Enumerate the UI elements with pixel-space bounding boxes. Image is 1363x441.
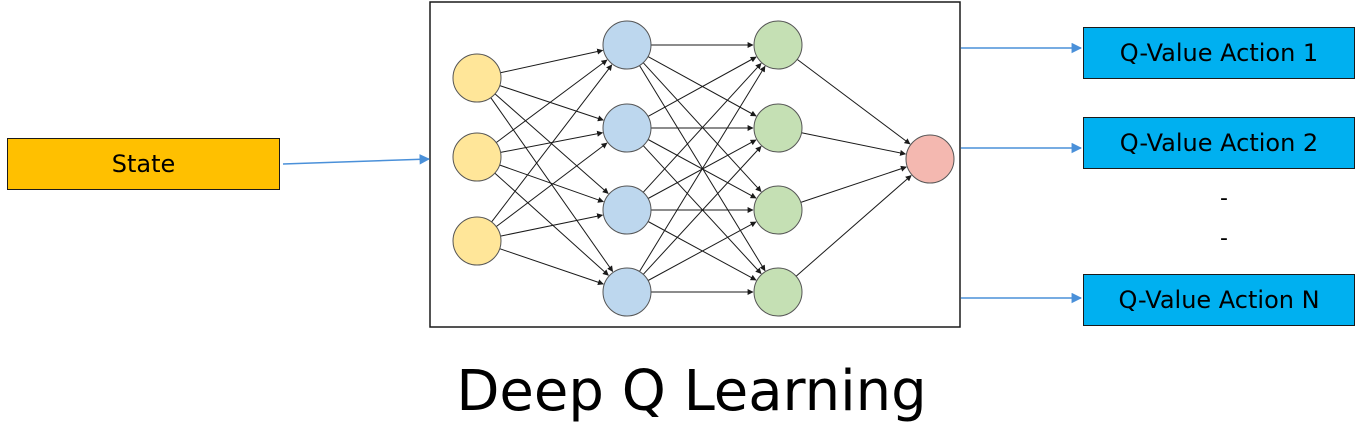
state-box: State [7,138,280,190]
q-value-action-2-box: Q-Value Action 2 [1083,117,1355,169]
edge-input-2-to-hidden1-3 [499,164,604,203]
edge-hidden1-4-to-hidden2-3 [647,221,757,281]
edge-input-3-to-hidden1-2 [495,142,608,227]
state-label: State [111,150,176,178]
hidden2-node-4 [753,267,803,317]
edge-input-2-to-hidden1-1 [495,59,608,144]
edge-input-2-to-hidden1-2 [500,130,604,153]
q-value-action-n-box: Q-Value Action N [1083,274,1355,326]
input-node-1 [452,53,502,103]
q-value-action-2-label: Q-Value Action 2 [1119,129,1319,157]
edge-hidden2-3-to-output-1 [800,165,907,203]
q-value-action-n-label: Q-Value Action N [1118,286,1320,314]
hidden1-node-4 [602,267,652,317]
network-edges [490,42,912,295]
input-node-2 [452,132,502,182]
edge-hidden1-4-to-hidden2-1 [639,65,766,272]
hidden2-node-2 [753,103,803,153]
edge-input-3-to-hidden1-3 [500,213,604,237]
state-to-network-arrow [282,154,431,165]
edge-input-1-to-hidden1-1 [500,48,604,74]
input-node-3 [452,216,502,266]
hidden2-node-3 [753,185,803,235]
ellipsis-dash-2: - [1220,226,1228,251]
hidden1-node-2 [602,103,652,153]
edge-hidden1-2-to-hidden2-1 [647,56,757,117]
hidden1-node-1 [602,20,652,70]
io-arrows [282,42,1083,304]
edge-input-1-to-hidden1-2 [499,85,604,122]
ellipsis-dash-1: - [1220,186,1228,211]
q-value-action-1-box: Q-Value Action 1 [1083,27,1355,79]
edge-hidden2-1-to-output-1 [796,59,911,145]
edge-hidden2-2-to-output-1 [801,132,907,156]
diagram-title: Deep Q Learning [456,359,927,424]
edge-hidden1-3-to-hidden2-1 [642,62,762,193]
edge-input-3-to-hidden1-4 [499,248,604,286]
q-value-action-1-label: Q-Value Action 1 [1119,39,1319,67]
hidden2-node-1 [753,20,803,70]
edge-hidden1-4-to-hidden2-2 [642,145,762,275]
hidden1-node-3 [602,185,652,235]
network-nodes [452,20,955,317]
edge-hidden2-4-to-output-1 [795,175,912,277]
output-node-1 [905,134,955,184]
edge-input-2-to-hidden1-4 [494,172,609,276]
edge-input-3-to-hidden1-1 [491,64,613,223]
